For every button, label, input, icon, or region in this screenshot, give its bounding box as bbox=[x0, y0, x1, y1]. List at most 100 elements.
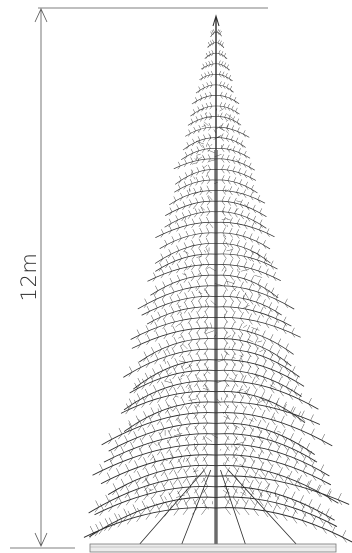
tree-twig bbox=[293, 467, 299, 474]
tree-foliage-stroke bbox=[178, 360, 188, 364]
tree-twig bbox=[229, 85, 233, 90]
tree-branch bbox=[103, 433, 217, 463]
tree-twig bbox=[252, 209, 256, 214]
tree-twig bbox=[266, 295, 271, 300]
tree-twig bbox=[200, 118, 203, 122]
tree-twig bbox=[160, 451, 165, 460]
tree-twig bbox=[192, 229, 196, 235]
tree-twig bbox=[246, 386, 251, 394]
tree-twig bbox=[205, 65, 208, 69]
tree-branch bbox=[215, 158, 255, 171]
height-dimension-label: 12m bbox=[17, 252, 41, 302]
tree-twig bbox=[266, 500, 273, 508]
tree-twig bbox=[202, 488, 208, 498]
tree-twig bbox=[190, 173, 194, 178]
tree-twig bbox=[145, 467, 150, 476]
tree-twig bbox=[149, 399, 154, 406]
tree-twig bbox=[232, 116, 235, 121]
tree-twig bbox=[188, 129, 191, 134]
tree-twig bbox=[185, 434, 190, 441]
tree-branch bbox=[147, 264, 217, 282]
tree-twig bbox=[171, 353, 176, 359]
tree-twig bbox=[240, 140, 243, 145]
tree-foliage-stroke bbox=[197, 130, 200, 133]
tree-twig bbox=[168, 223, 172, 228]
tree-twig bbox=[201, 175, 205, 181]
tree-twig bbox=[183, 247, 187, 252]
tree-twig bbox=[175, 445, 181, 453]
tree-twig bbox=[236, 187, 239, 193]
tree-twig bbox=[226, 165, 230, 171]
tree-twig bbox=[224, 62, 227, 67]
tree-twig bbox=[168, 271, 173, 276]
tree-twig bbox=[241, 426, 246, 435]
tree-foliage-stroke bbox=[256, 435, 265, 439]
tree-twig bbox=[128, 481, 133, 488]
tree-foliage-stroke bbox=[198, 208, 202, 214]
tree-foliage-stroke bbox=[226, 119, 229, 122]
tree-twig bbox=[257, 481, 262, 490]
tree-twig bbox=[223, 394, 228, 403]
tree-twig bbox=[142, 378, 146, 385]
tree-twig bbox=[207, 42, 210, 46]
tree-twig bbox=[177, 184, 181, 189]
tree-branch bbox=[215, 84, 234, 93]
tree-twig bbox=[205, 253, 210, 259]
tree-twig bbox=[239, 179, 243, 184]
tree-twig bbox=[261, 397, 266, 404]
tree-twig bbox=[244, 174, 247, 179]
tree-twig bbox=[283, 316, 287, 323]
tree-twig bbox=[180, 341, 185, 347]
tree-twig bbox=[188, 133, 191, 137]
tree-twig bbox=[294, 477, 299, 486]
tree-twig bbox=[94, 506, 100, 513]
tree-twig bbox=[192, 234, 196, 239]
tree-twig bbox=[112, 489, 117, 496]
tree-twig bbox=[283, 321, 287, 327]
tree-twig bbox=[109, 459, 114, 466]
tree-twig bbox=[173, 364, 179, 370]
tree-twig bbox=[251, 407, 256, 416]
tree-twig bbox=[263, 253, 267, 259]
tree-twig bbox=[144, 388, 149, 396]
tree-twig bbox=[302, 455, 307, 463]
tree-foliage-stroke bbox=[195, 403, 201, 408]
tree-twig bbox=[172, 393, 178, 400]
tree-twig bbox=[236, 223, 241, 228]
tree-twig bbox=[160, 388, 165, 394]
tree-twig bbox=[208, 61, 211, 65]
tree-twig bbox=[185, 230, 189, 237]
tree-twig bbox=[186, 189, 190, 195]
tree-twig bbox=[169, 460, 175, 469]
tree-twig bbox=[198, 86, 201, 91]
tree-twig bbox=[192, 112, 196, 116]
tree-foliage-stroke bbox=[269, 384, 277, 389]
tree-twig bbox=[152, 277, 156, 282]
tree-twig bbox=[162, 356, 167, 362]
tree-twig bbox=[161, 229, 164, 234]
tree-foliage-stroke bbox=[195, 286, 197, 290]
tree-twig bbox=[190, 157, 193, 162]
tree-twig bbox=[284, 504, 290, 512]
tree-twig bbox=[233, 457, 238, 466]
tree-twig bbox=[274, 401, 278, 409]
tree-twig bbox=[265, 429, 271, 436]
tree-twig bbox=[302, 464, 307, 472]
tree-twig bbox=[226, 87, 229, 91]
tree-twig bbox=[275, 305, 279, 312]
tree-twig bbox=[150, 407, 155, 415]
tree-twig bbox=[223, 359, 229, 366]
tree-twig bbox=[242, 235, 247, 241]
tree-twig bbox=[161, 482, 166, 491]
tree-foliage-stroke bbox=[258, 398, 265, 404]
tree-twig bbox=[205, 52, 208, 57]
tree-twig bbox=[237, 307, 242, 313]
tree-twig bbox=[231, 125, 235, 130]
tree-twig bbox=[224, 444, 230, 451]
tree-twig bbox=[195, 116, 198, 121]
tree-twig bbox=[146, 340, 151, 345]
tree-twig bbox=[251, 263, 255, 269]
tree-twig bbox=[248, 403, 254, 410]
tree-twig bbox=[197, 275, 202, 281]
tree-foliage-stroke bbox=[213, 332, 217, 338]
